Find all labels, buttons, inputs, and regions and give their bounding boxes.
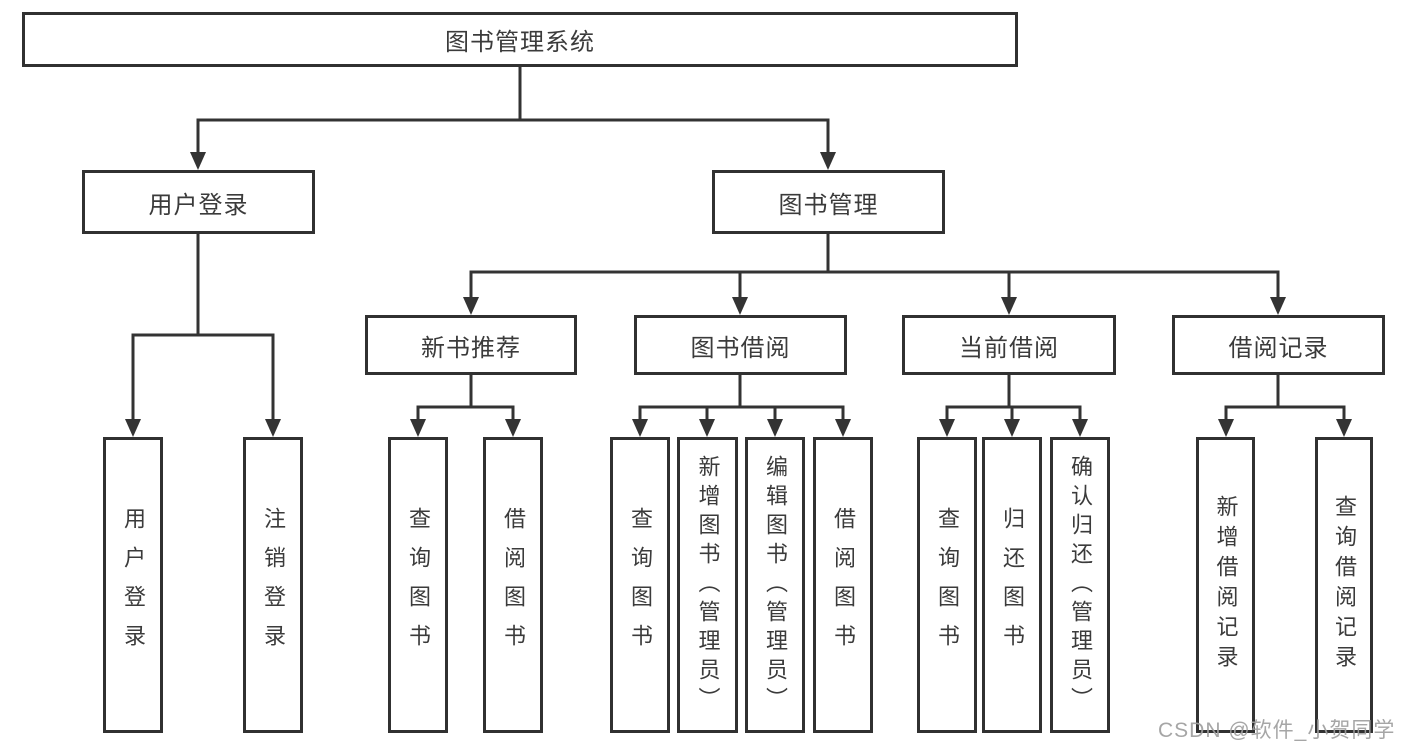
leaf-borrow-query-books: 查询图书	[610, 437, 670, 733]
box-root-system: 图书管理系统	[22, 12, 1018, 67]
arrowhead-icons	[125, 152, 1352, 437]
leaf-logout: 注销登录	[243, 437, 303, 733]
box-book-borrow: 图书借阅	[634, 315, 847, 375]
box-current-borrow-label: 当前借阅	[959, 334, 1059, 362]
leaf-confirm-return-admin-label: 确认归还（管理员）	[1068, 454, 1093, 716]
leaf-current-query-books-label: 查询图书	[935, 507, 960, 663]
leaf-rec-query-books: 查询图书	[388, 437, 448, 733]
leaf-current-query-books: 查询图书	[917, 437, 977, 733]
leaf-add-borrow-record-label: 新增借阅记录	[1213, 495, 1239, 675]
box-new-book-rec-label: 新书推荐	[421, 334, 521, 362]
leaf-borrow-books: 借阅图书	[813, 437, 873, 733]
leaf-return-books: 归还图书	[982, 437, 1042, 733]
leaf-query-borrow-record-label: 查询借阅记录	[1332, 495, 1357, 675]
leaf-edit-books-admin-label: 编辑图书（管理员）	[763, 454, 788, 716]
leaf-rec-borrow-books: 借阅图书	[483, 437, 543, 733]
csdn-watermark: CSDN @软件_小贺同学	[1158, 719, 1396, 742]
leaf-logout-label: 注销登录	[261, 507, 286, 663]
box-current-borrow: 当前借阅	[902, 315, 1116, 375]
leaf-borrow-books-label: 借阅图书	[831, 507, 856, 663]
box-book-borrow-label: 图书借阅	[690, 334, 791, 362]
box-user-login: 用户登录	[82, 170, 315, 234]
leaf-query-borrow-record: 查询借阅记录	[1315, 437, 1373, 733]
box-user-login-label: 用户登录	[148, 191, 249, 219]
leaf-return-books-label: 归还图书	[1000, 507, 1025, 663]
leaf-user-login-label: 用户登录	[121, 507, 146, 663]
box-book-mgmt-label: 图书管理	[778, 191, 879, 219]
box-borrow-records: 借阅记录	[1172, 315, 1385, 375]
leaf-user-login: 用户登录	[103, 437, 163, 733]
leaf-rec-borrow-books-label: 借阅图书	[501, 507, 526, 663]
leaf-add-books-admin: 新增图书（管理员）	[677, 437, 738, 733]
box-new-book-rec: 新书推荐	[365, 315, 577, 375]
leaf-rec-query-books-label: 查询图书	[406, 507, 431, 663]
box-root-system-label: 图书管理系统	[445, 29, 595, 56]
box-borrow-records-label: 借阅记录	[1228, 334, 1329, 362]
leaf-borrow-query-books-label: 查询图书	[628, 507, 653, 663]
leaf-edit-books-admin: 编辑图书（管理员）	[745, 437, 805, 733]
leaf-confirm-return-admin: 确认归还（管理员）	[1050, 437, 1110, 733]
leaf-add-borrow-record: 新增借阅记录	[1196, 437, 1255, 733]
leaf-add-books-admin-label: 新增图书（管理员）	[695, 454, 721, 716]
box-book-mgmt: 图书管理	[712, 170, 945, 234]
